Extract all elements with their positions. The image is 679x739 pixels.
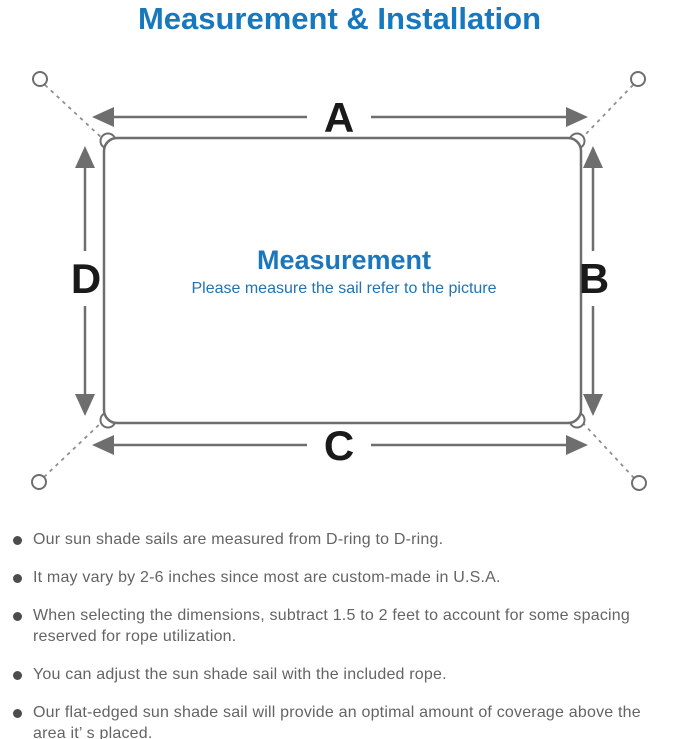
rope-bottom-left <box>43 420 104 478</box>
note-text: It may vary by 2-6 inches since most are… <box>33 569 501 586</box>
anchor-circle-top-left <box>32 71 48 87</box>
arrowhead-b-bottom <box>583 394 603 416</box>
rope-bottom-right <box>580 420 635 479</box>
bullet-dot-icon <box>13 612 22 621</box>
arrowhead-a-left <box>92 107 114 127</box>
list-item: Our sun shade sails are measured from D-… <box>13 529 665 550</box>
dimension-arrow-a <box>92 107 588 127</box>
bullet-dot-icon <box>13 536 22 545</box>
arrowhead-b-top <box>583 146 603 168</box>
anchor-circle-top-right <box>630 71 646 87</box>
dimension-label-b: B <box>579 255 609 302</box>
dimension-label-c: C <box>324 422 354 469</box>
note-text: Our sun shade sails are measured from D-… <box>33 531 444 548</box>
page-title: Measurement & Installation <box>137 1 542 36</box>
list-item: When selecting the dimensions, subtract … <box>13 605 665 647</box>
dimension-arrow-b <box>583 146 603 416</box>
dimension-arrow-d <box>75 146 95 416</box>
arrowhead-c-right <box>566 435 588 455</box>
arrowhead-d-bottom <box>75 394 95 416</box>
diagram-center-subtitle: Please measure the sail refer to the pic… <box>191 280 496 297</box>
arrowhead-c-left <box>92 435 114 455</box>
anchor-circle-bottom-right <box>631 475 647 491</box>
bullet-dot-icon <box>13 709 22 718</box>
notes-list: Our sun shade sails are measured from D-… <box>13 529 665 739</box>
note-text: When selecting the dimensions, subtract … <box>33 607 630 645</box>
measurement-diagram: A C D B Measurement Please measure the s… <box>31 71 647 491</box>
dimension-arrow-c <box>92 435 588 455</box>
arrowhead-a-right <box>566 107 588 127</box>
sail-outline <box>102 136 583 425</box>
list-item: You can adjust the sun shade sail with t… <box>13 664 665 685</box>
bullet-dot-icon <box>13 671 22 680</box>
diagram-center-heading: Measurement <box>257 245 431 275</box>
note-text: Our flat-edged sun shade sail will provi… <box>33 704 641 739</box>
dimension-label-d: D <box>71 255 101 302</box>
note-text: You can adjust the sun shade sail with t… <box>33 666 447 683</box>
list-item: It may vary by 2-6 inches since most are… <box>13 567 665 588</box>
bullet-dot-icon <box>13 574 22 583</box>
rope-top-left <box>44 84 104 140</box>
anchor-points <box>31 71 647 491</box>
corner-rope-lines <box>43 84 635 479</box>
arrowhead-d-top <box>75 146 95 168</box>
rope-top-right <box>580 84 634 140</box>
anchor-circle-bottom-left <box>31 474 47 490</box>
dimension-label-a: A <box>324 94 354 141</box>
list-item: Our flat-edged sun shade sail will provi… <box>13 702 665 739</box>
